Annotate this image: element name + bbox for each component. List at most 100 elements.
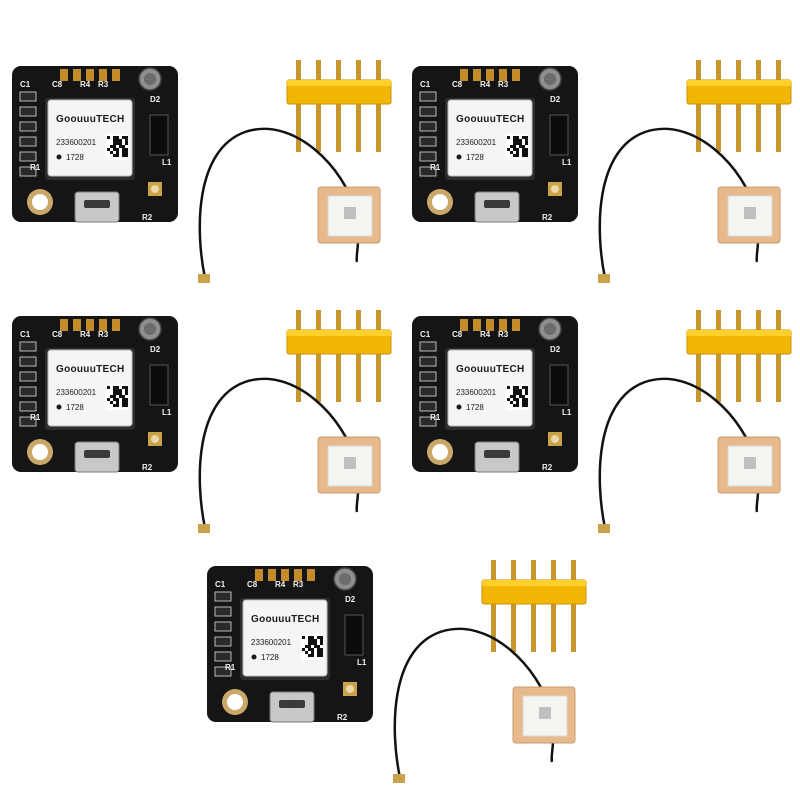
qr-cell (516, 148, 519, 151)
qr-cell (311, 648, 314, 651)
module-serial-text: 233600201 (456, 138, 497, 147)
qr-cell (522, 148, 525, 151)
qr-cell (513, 142, 516, 145)
silk-label: D2 (150, 95, 161, 104)
pad-top (473, 319, 481, 331)
qr-cell (522, 404, 525, 407)
module-date-text: 1728 (66, 153, 84, 162)
qr-cell (519, 392, 522, 395)
qr-cell (320, 651, 323, 654)
qr-cell (113, 395, 116, 398)
module-serial-text: 233600201 (56, 138, 97, 147)
smd-component (214, 666, 232, 677)
header-pin (716, 60, 721, 152)
qr-cell (122, 401, 125, 404)
ceramic-antenna (717, 186, 781, 244)
header-highlight (482, 580, 586, 586)
mounting-hole (432, 194, 448, 210)
antenna-feed (539, 707, 551, 719)
qr-cell (510, 395, 513, 398)
qr-cell (311, 639, 314, 642)
qr-cell (113, 392, 116, 395)
qr-cell (116, 404, 119, 407)
regulator-ic (344, 614, 364, 656)
pad-top (486, 319, 494, 331)
silk-label: L1 (562, 408, 572, 417)
qr-cell (507, 386, 510, 389)
qr-cell (107, 136, 110, 139)
antenna-connector-center (551, 185, 559, 193)
pad-top (486, 69, 494, 81)
qr-cell (113, 142, 116, 145)
qr-cell (525, 389, 528, 392)
silk-label: R3 (498, 80, 509, 89)
qr-cell (320, 636, 323, 639)
silk-label: D2 (550, 345, 561, 354)
silk-label: L1 (162, 158, 172, 167)
capacitor-top (544, 323, 556, 335)
silk-label: C8 (452, 330, 463, 339)
mounting-hole (32, 444, 48, 460)
smd-component (19, 121, 37, 132)
smd-component (214, 651, 232, 662)
qr-code (106, 384, 128, 410)
qr-cell (525, 401, 528, 404)
silk-label: C1 (215, 580, 226, 589)
pad-top (112, 319, 120, 331)
qr-cell (516, 154, 519, 157)
qr-cell (113, 154, 116, 157)
header-pin (336, 310, 341, 402)
pad-top (512, 319, 520, 331)
pad-top (86, 319, 94, 331)
mounting-hole (227, 694, 243, 710)
smd-component (419, 106, 437, 117)
qr-cell (317, 651, 320, 654)
header-highlight (687, 330, 791, 336)
qr-cell (122, 386, 125, 389)
header-pin (571, 560, 576, 652)
qr-cell (522, 398, 525, 401)
header-pin (776, 60, 781, 152)
header-pin (356, 310, 361, 402)
qr-cell (122, 395, 125, 398)
qr-cell (519, 395, 522, 398)
smd-component (19, 106, 37, 117)
module-dot (56, 404, 62, 410)
header-pin (356, 60, 361, 152)
qr-cell (302, 636, 305, 639)
smd-component (419, 401, 437, 412)
smd-component (419, 151, 437, 162)
qr-cell (308, 636, 311, 639)
qr-cell (125, 386, 128, 389)
qr-cell (116, 389, 119, 392)
qr-cell (107, 148, 110, 151)
qr-cell (116, 136, 119, 139)
qr-cell (320, 642, 323, 645)
silk-label: R4 (80, 330, 91, 339)
antenna-feed (344, 457, 356, 469)
silk-label: R4 (80, 80, 91, 89)
qr-cell (122, 148, 125, 151)
qr-cell (308, 639, 311, 642)
module-brand-text: GoouuuTECH (56, 114, 125, 125)
qr-cell (125, 401, 128, 404)
silk-label: C8 (247, 580, 258, 589)
module-date-text: 1728 (261, 653, 279, 662)
smd-component (419, 91, 437, 102)
pad-top (73, 319, 81, 331)
silk-label: D2 (345, 595, 356, 604)
header-pin (336, 60, 341, 152)
qr-cell (119, 142, 122, 145)
qr-cell (513, 395, 516, 398)
qr-cell (525, 139, 528, 142)
qr-cell (507, 136, 510, 139)
module-dot (56, 154, 62, 160)
